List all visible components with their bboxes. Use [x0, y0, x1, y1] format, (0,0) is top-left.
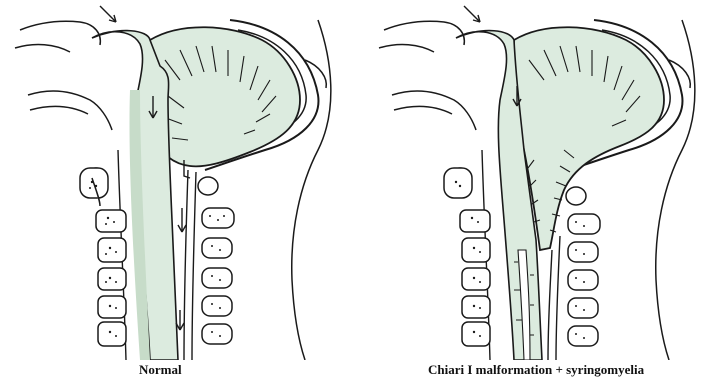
caption-normal: Normal [139, 362, 182, 382]
normal-illustration [0, 0, 363, 360]
clivus [384, 21, 464, 45]
panel-normal: Normal [0, 0, 363, 360]
spinous-processes [198, 177, 234, 344]
panel-chiari [364, 0, 727, 360]
csf-flow-arrow-top [464, 6, 480, 22]
spinous-processes [566, 187, 600, 346]
csf-flow-arrow-top [100, 6, 116, 22]
caption-chiari: Chiari I malformation + syringomyelia [428, 362, 644, 382]
clivus [20, 21, 100, 45]
chiari-illustration [364, 0, 727, 360]
